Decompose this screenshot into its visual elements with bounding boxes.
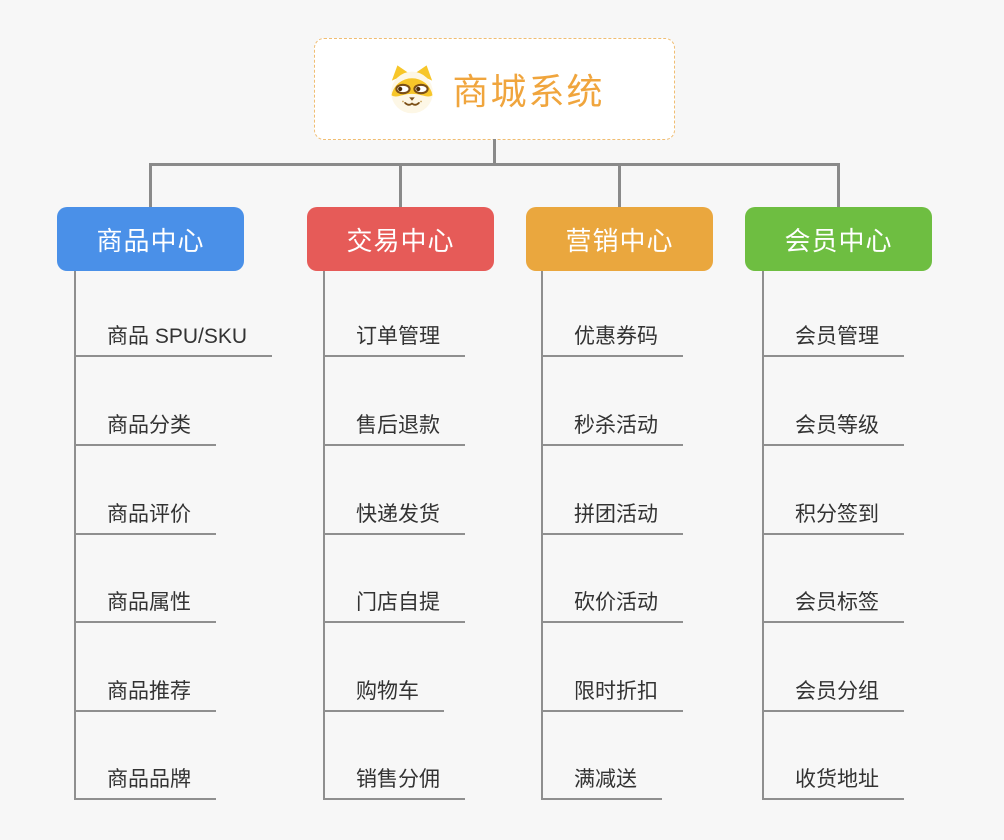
branch-node[interactable]: 会员中心 — [745, 207, 932, 271]
leaf-node[interactable]: 商品 SPU/SKU — [74, 320, 273, 357]
root-node[interactable]: 商城系统 — [314, 38, 675, 140]
leaf-node[interactable]: 秒杀活动 — [541, 409, 683, 446]
dog-face-icon — [391, 65, 434, 114]
connector-root-stub — [493, 139, 496, 166]
leaf-node[interactable]: 商品品牌 — [74, 763, 216, 800]
leaf-node[interactable]: 门店自提 — [323, 586, 465, 623]
branch-column-line — [762, 271, 764, 800]
connector-drop-3 — [618, 163, 621, 207]
leaf-node[interactable]: 砍价活动 — [541, 586, 683, 623]
leaf-node[interactable]: 拼团活动 — [541, 498, 683, 535]
connector-drop-2 — [399, 163, 402, 207]
branch-node[interactable]: 交易中心 — [307, 207, 494, 271]
leaf-node[interactable]: 快递发货 — [323, 498, 465, 535]
leaf-node[interactable]: 优惠券码 — [541, 320, 683, 357]
leaf-node[interactable]: 会员等级 — [762, 409, 904, 446]
branch-node[interactable]: 营销中心 — [526, 207, 713, 271]
branch-column-line — [541, 271, 543, 800]
leaf-node[interactable]: 售后退款 — [323, 409, 465, 446]
leaf-node[interactable]: 积分签到 — [762, 498, 904, 535]
connector-horizontal — [149, 163, 840, 166]
leaf-node[interactable]: 商品分类 — [74, 409, 216, 446]
connector-drop-1 — [149, 163, 152, 207]
leaf-node[interactable]: 购物车 — [323, 675, 444, 712]
branch-column-line — [323, 271, 325, 800]
leaf-node[interactable]: 满减送 — [541, 763, 662, 800]
leaf-node[interactable]: 销售分佣 — [323, 763, 465, 800]
branch-column-line — [74, 271, 76, 800]
branch-node[interactable]: 商品中心 — [57, 207, 244, 271]
leaf-node[interactable]: 商品属性 — [74, 586, 216, 623]
leaf-node[interactable]: 订单管理 — [323, 320, 465, 357]
connector-drop-4 — [837, 163, 840, 207]
leaf-node[interactable]: 限时折扣 — [541, 675, 683, 712]
leaf-node[interactable]: 会员管理 — [762, 320, 904, 357]
leaf-node[interactable]: 收货地址 — [762, 763, 904, 800]
leaf-node[interactable]: 会员标签 — [762, 586, 904, 623]
leaf-node[interactable]: 商品评价 — [74, 498, 216, 535]
root-title: 商城系统 — [452, 71, 605, 112]
leaf-node[interactable]: 会员分组 — [762, 675, 904, 712]
leaf-node[interactable]: 商品推荐 — [74, 675, 216, 712]
